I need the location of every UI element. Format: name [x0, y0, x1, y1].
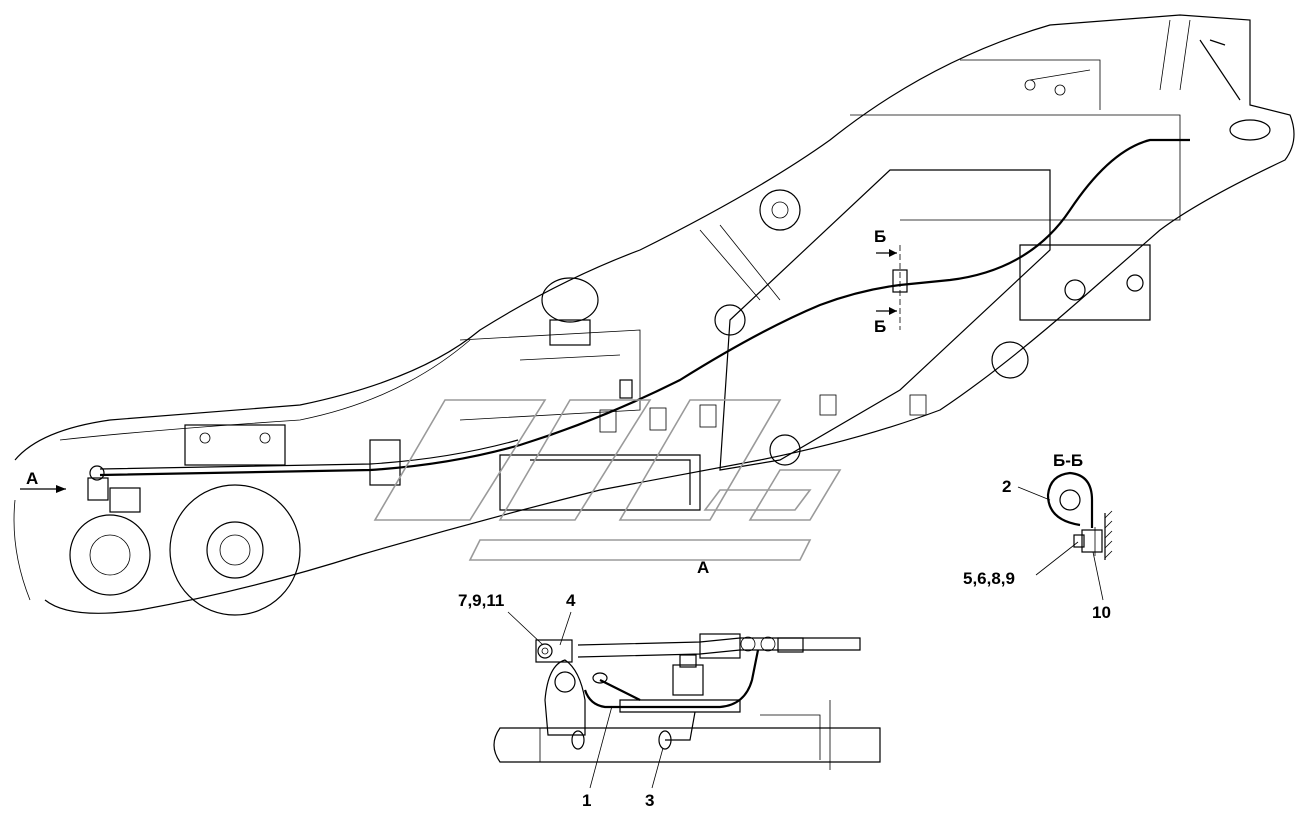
section-cut-bottom-label: Б	[874, 317, 886, 336]
callout-7-9-11: 7,9,11	[458, 591, 544, 646]
arrow-icon	[889, 249, 897, 257]
callout-4: 4	[559, 591, 576, 646]
main-view-outline	[13, 14, 1295, 616]
section-view-bb-title: Б-Б	[1053, 451, 1083, 470]
callout-10-label: 10	[1092, 603, 1111, 622]
section-view-bb: Б-Б	[1046, 451, 1113, 560]
detail-view-a-title: А	[697, 558, 709, 577]
arrow-icon	[889, 307, 897, 315]
view-marker-a-label: А	[26, 469, 38, 488]
callout-10: 10	[1092, 551, 1111, 622]
callout-4-label: 4	[566, 591, 576, 610]
callout-1: 1	[582, 705, 613, 810]
callout-5-6-8-9-label: 5,6,8,9	[963, 569, 1015, 588]
watermark-logo	[373, 399, 842, 561]
callout-3-label: 3	[645, 791, 654, 810]
section-cut-marker: Б Б	[874, 227, 901, 336]
callout-5-6-8-9: 5,6,8,9	[963, 541, 1079, 588]
view-marker-a: А	[20, 469, 66, 493]
callout-1-label: 1	[582, 791, 591, 810]
cable-clip-mid	[619, 379, 633, 399]
callout-3: 3	[645, 747, 664, 810]
callout-2-label: 2	[1002, 477, 1011, 496]
callout-2: 2	[1002, 477, 1051, 501]
arrow-icon	[56, 485, 66, 493]
cable-end-fitting	[87, 465, 141, 513]
section-cut-top-label: Б	[874, 227, 886, 246]
detail-view-a: А	[493, 558, 881, 770]
callout-7-9-11-label: 7,9,11	[458, 591, 504, 610]
cable-route-main	[99, 138, 1190, 477]
